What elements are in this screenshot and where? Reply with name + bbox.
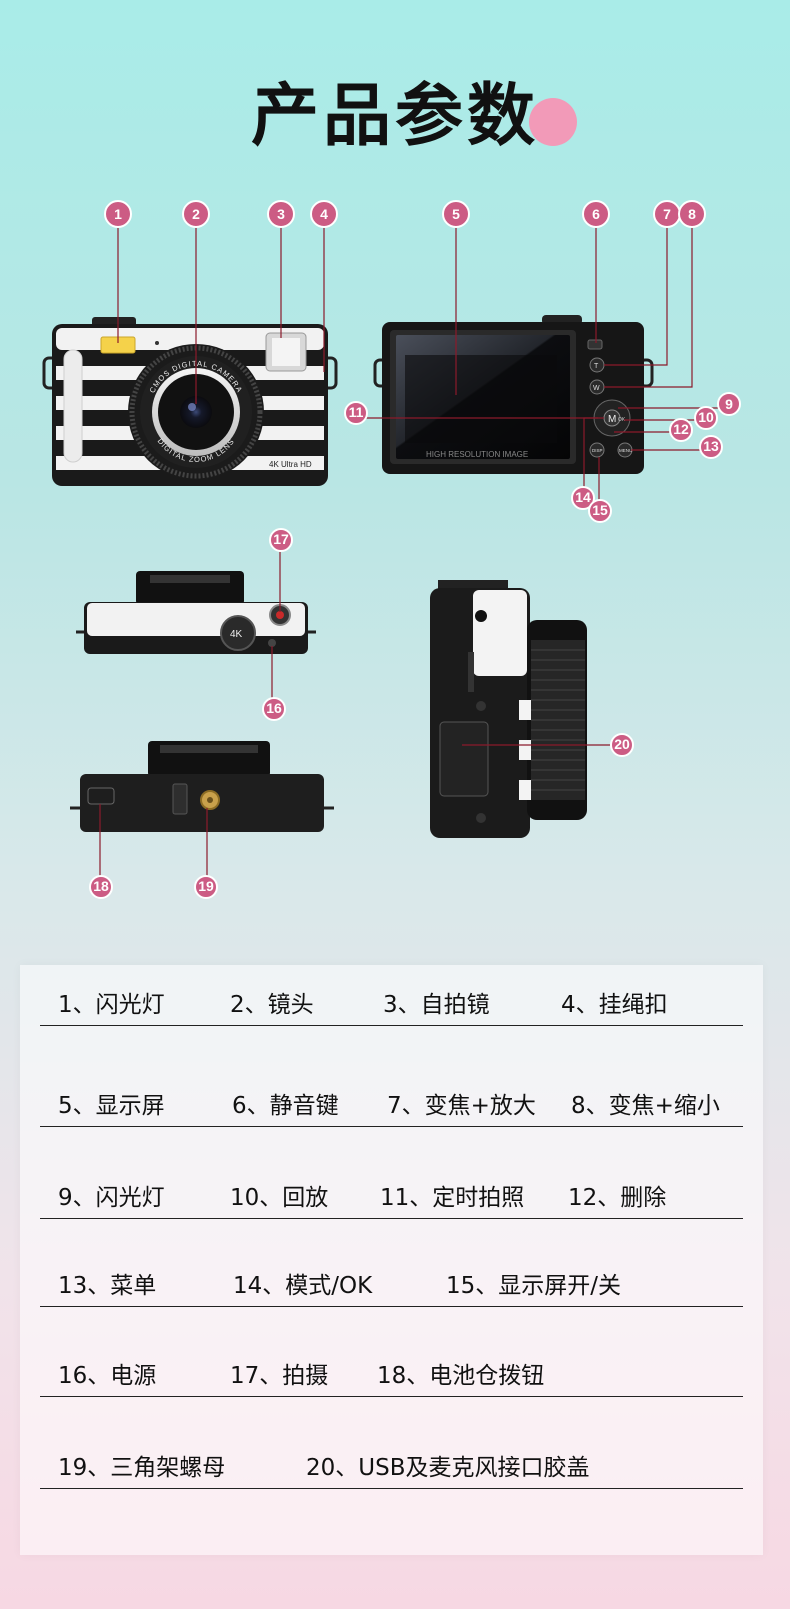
param-item: 10、回放 (230, 1185, 329, 1211)
param-item: 7、变焦+放大 (387, 1093, 536, 1119)
ok-button-label: OK (618, 417, 626, 423)
svg-text:6: 6 (592, 206, 600, 222)
svg-text:9: 9 (725, 396, 733, 412)
svg-text:5: 5 (452, 206, 460, 222)
title-accent-dot (529, 98, 577, 146)
callout-16: 16 (262, 697, 286, 721)
callout-18: 18 (89, 875, 113, 899)
svg-text:12: 12 (673, 421, 689, 437)
callout-15: 15 (588, 499, 612, 523)
svg-text:2: 2 (192, 206, 200, 222)
callout-9: 9 (717, 392, 741, 416)
menu-button-label: MENU (619, 448, 632, 453)
parameter-row-2: 5、显示屏 6、静音键 7、变焦+放大 8、变焦+缩小 (40, 1086, 743, 1127)
parameter-panel: 1、闪光灯 2、镜头 3、自拍镜 4、挂绳扣 5、显示屏 6、静音键 7、变焦+… (20, 965, 763, 1555)
callout-8: 8 (678, 200, 706, 228)
svg-text:4: 4 (320, 206, 328, 222)
svg-text:20: 20 (614, 736, 630, 752)
param-item: 15、显示屏开/关 (446, 1273, 622, 1299)
callout-badges: 1 2 3 4 5 6 7 8 9 10 11 12 13 14 15 16 1… (89, 200, 741, 899)
callout-4: 4 (310, 200, 338, 228)
side-view-camera (430, 580, 587, 838)
param-item: 14、模式/OK (233, 1273, 373, 1299)
svg-text:17: 17 (273, 531, 289, 547)
svg-text:3: 3 (277, 206, 285, 222)
svg-text:10: 10 (698, 409, 714, 425)
param-item: 16、电源 (58, 1363, 157, 1389)
param-item: 11、定时拍照 (380, 1185, 525, 1211)
param-item: 4、挂绳扣 (561, 992, 668, 1018)
callout-17: 17 (269, 528, 293, 552)
svg-text:14: 14 (575, 489, 591, 505)
svg-text:18: 18 (93, 878, 109, 894)
callout-20: 20 (610, 733, 634, 757)
front-view-camera: CMOS DIGITAL CAMERA DIGITAL ZOOM LENS 4K… (42, 317, 338, 486)
parameter-row-4: 13、菜单 14、模式/OK 15、显示屏开/关 (40, 1266, 743, 1307)
svg-text:8: 8 (688, 206, 696, 222)
param-item: 3、自拍镜 (383, 992, 490, 1018)
badge-4k-ultra-hd: 4K Ultra HD (269, 460, 312, 469)
param-item: 9、闪光灯 (58, 1185, 165, 1211)
callout-3: 3 (267, 200, 295, 228)
callout-leader-lines (99, 226, 729, 884)
param-item: 2、镜头 (230, 992, 314, 1018)
mode-ok-button-label: M (608, 414, 616, 425)
zoom-out-button-label: W (593, 385, 600, 392)
callout-14: 14 (571, 486, 595, 510)
callout-1: 1 (104, 200, 132, 228)
param-item: 17、拍摄 (230, 1363, 329, 1389)
callout-19: 19 (194, 875, 218, 899)
parameter-row-6: 19、三角架螺母 20、USB及麦克风接口胶盖 (40, 1448, 743, 1489)
param-item: 6、静音键 (232, 1093, 339, 1119)
parameter-row-1: 1、闪光灯 2、镜头 3、自拍镜 4、挂绳扣 (40, 985, 743, 1026)
screen-text: HIGH RESOLUTION IMAGE (426, 450, 528, 459)
callout-11: 11 (344, 401, 368, 425)
svg-text:11: 11 (349, 404, 364, 420)
zoom-in-button-label: T (594, 363, 599, 370)
mode-dial-label: 4K (230, 629, 243, 640)
svg-text:16: 16 (266, 700, 282, 716)
param-item: 13、菜单 (58, 1273, 157, 1299)
svg-text:1: 1 (114, 206, 122, 222)
param-item: 1、闪光灯 (58, 992, 165, 1018)
svg-text:15: 15 (592, 502, 608, 518)
param-item: 8、变焦+缩小 (571, 1093, 720, 1119)
svg-text:7: 7 (663, 206, 671, 222)
callout-12: 12 (669, 418, 693, 442)
param-item: 19、三角架螺母 (58, 1455, 226, 1481)
disp-button-label: DISP (592, 448, 603, 453)
parameter-row-3: 9、闪光灯 10、回放 11、定时拍照 12、删除 (40, 1178, 743, 1219)
callout-10: 10 (694, 406, 718, 430)
callout-5: 5 (442, 200, 470, 228)
param-item: 18、电池仓拨钮 (377, 1363, 545, 1389)
param-item: 20、USB及麦克风接口胶盖 (306, 1455, 590, 1481)
svg-text:13: 13 (703, 438, 719, 454)
callout-2: 2 (182, 200, 210, 228)
bottom-view-camera (70, 741, 334, 832)
param-item: 5、显示屏 (58, 1093, 165, 1119)
camera-diagram: CMOS DIGITAL CAMERA DIGITAL ZOOM LENS 4K… (42, 200, 741, 899)
param-item: 12、删除 (568, 1185, 667, 1211)
back-view-camera: HIGH RESOLUTION IMAGE T W M OK DISP MENU (373, 315, 654, 474)
page-title: 产品参数 (250, 77, 539, 156)
callout-6: 6 (582, 200, 610, 228)
top-view-camera: 4K (76, 571, 316, 654)
callout-7: 7 (653, 200, 681, 228)
parameter-row-5: 16、电源 17、拍摄 18、电池仓拨钮 (40, 1356, 743, 1397)
svg-text:19: 19 (198, 878, 214, 894)
callout-13: 13 (699, 435, 723, 459)
